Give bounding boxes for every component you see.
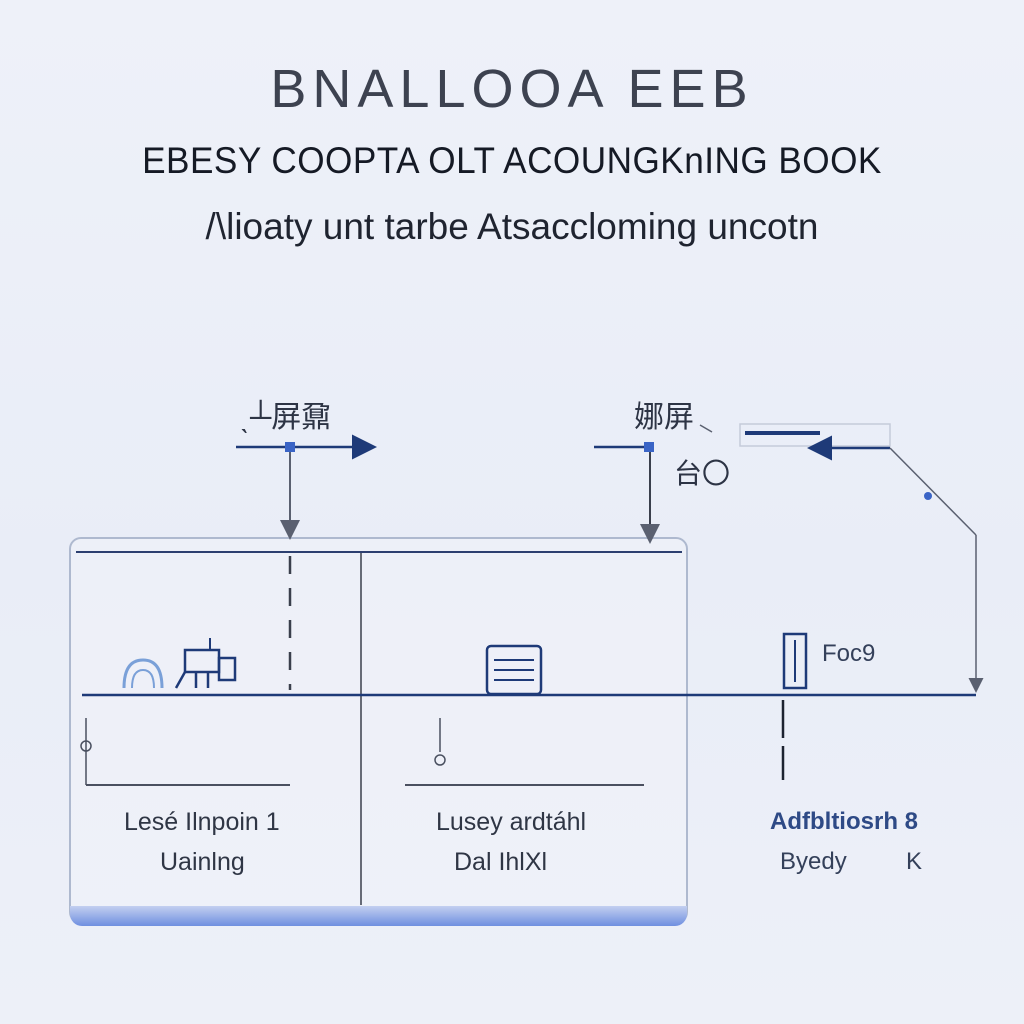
bracket-icon	[782, 632, 808, 690]
arch-icon	[122, 658, 164, 689]
main-panel-base	[70, 906, 687, 926]
panel-1-label-1: Lesé Ilnpoin 1	[124, 808, 280, 836]
top-title: BNALLOOA EEB	[270, 59, 754, 119]
input-2-glyph-secondary: 台〇	[674, 458, 731, 489]
input-arrow-2	[594, 442, 660, 544]
main-title: EBESY COOPTA OLT ACOUNGKnING BOOK	[142, 140, 882, 181]
crate-icon	[485, 644, 543, 696]
side-label-1: Adfbltiosrh 8	[770, 808, 918, 835]
side-label-2: Byedy	[780, 848, 847, 875]
panel-2-label-1: Lusey ardtáhl	[436, 808, 587, 836]
side-icon-label: Foc9	[822, 640, 876, 667]
input-2-glyph: 娜屏	[634, 401, 694, 434]
main-panel-box	[69, 537, 688, 924]
input-arrow-1	[236, 434, 377, 540]
input-1-glyph: ˎ┴屏鼐	[240, 401, 332, 434]
panel-1-label-2: Uainlng	[160, 848, 245, 876]
feedback-path	[699, 423, 984, 693]
side-label-3: K	[906, 848, 923, 875]
tick-marker-1	[80, 718, 92, 785]
tick-marker-2	[434, 718, 446, 766]
subtitle: /\lioaty unt tarbe Atsaccloming uncotn	[205, 206, 819, 247]
panel-2-label-2: Dal IhlXl	[454, 848, 548, 876]
machine-icon	[174, 638, 237, 689]
